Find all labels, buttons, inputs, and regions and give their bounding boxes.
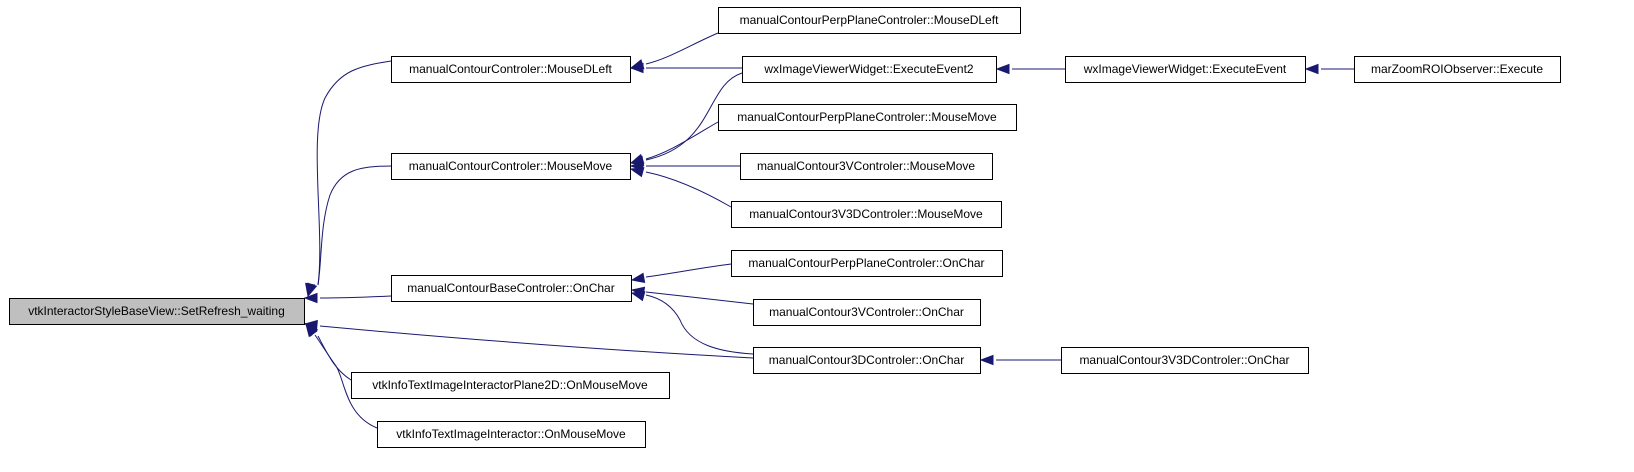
edge-m3v3d_mousemove-to-mc_mousemove	[629, 167, 732, 208]
edge-arrowhead	[1304, 63, 1319, 75]
caller-node-mcpp-mousedleft[interactable]: manualContourPerpPlaneControler::MouseDL…	[718, 7, 1021, 34]
caller-node-mcpp-mousemove[interactable]: manualContourPerpPlaneControler::MouseMo…	[718, 104, 1017, 131]
edge-arrowhead	[979, 354, 994, 366]
caller-node-mcb-onchar[interactable]: manualContourBaseControler::OnChar	[391, 275, 632, 302]
node-label: manualContourControler::MouseMove	[409, 159, 613, 173]
node-box	[9, 298, 305, 325]
edge-mcpp_mousedleft-to-mc_mousedleft	[629, 32, 719, 70]
edge-wx_exec2-to-mc_mousedleft	[629, 62, 742, 74]
node-box	[1354, 56, 1561, 83]
node-label: manualContour3VControler::MouseMove	[757, 159, 975, 173]
node-label: vtkInfoTextImageInteractorPlane2D::OnMou…	[372, 378, 648, 392]
node-box	[731, 201, 1002, 228]
node-box	[731, 250, 1003, 277]
edge-m3v_mousemove-to-mc_mousemove	[629, 160, 740, 172]
edge-line	[314, 334, 378, 429]
node-box	[753, 347, 981, 374]
edge-mcb_onchar-to-root	[303, 292, 392, 304]
edge-line	[645, 294, 754, 355]
edge-mcpp_onchar-to-mcb_onchar	[630, 263, 732, 283]
node-label: manualContour3V3DControler::OnChar	[1079, 353, 1289, 367]
edge-arrowhead	[629, 153, 645, 164]
edge-line	[645, 171, 732, 208]
node-label: manualContour3V3DControler::MouseMove	[749, 207, 983, 221]
edge-line	[319, 325, 754, 359]
edge-arrowhead	[629, 62, 644, 74]
root-function-node[interactable]: vtkInteractorStyleBaseView::SetRefresh_w…	[9, 298, 305, 325]
node-box	[391, 153, 631, 180]
node-label: marZoomROIObserver::Execute	[1371, 62, 1543, 76]
node-box	[1061, 347, 1309, 374]
caller-node-mcpp-onchar[interactable]: manualContourPerpPlaneControler::OnChar	[731, 250, 1003, 277]
node-box	[391, 56, 631, 83]
node-label: manualContourBaseControler::OnChar	[407, 281, 614, 295]
node-label: vtkInfoTextImageInteractor::OnMouseMove	[396, 427, 626, 441]
edge-m3v3d_onchar-to-m3d_onchar	[979, 354, 1061, 366]
caller-node-m3v-mousemove[interactable]: manualContour3VControler::MouseMove	[740, 153, 993, 180]
edge-line	[317, 165, 392, 286]
edge-arrowhead	[630, 272, 646, 283]
node-label: manualContourPerpPlaneControler::MouseMo…	[737, 110, 997, 124]
edge-arrowhead	[630, 291, 646, 302]
caller-node-wx-exec[interactable]: wxImageViewerWidget::ExecuteEvent	[1065, 56, 1306, 83]
caller-node-m3v-onchar[interactable]: manualContour3VControler::OnChar	[753, 299, 981, 326]
caller-node-mar-zoom[interactable]: marZoomROIObserver::Execute	[1354, 56, 1561, 83]
edge-line	[645, 72, 743, 161]
caller-node-m3d-onchar[interactable]: manualContour3DControler::OnChar	[753, 347, 981, 374]
caller-node-mc-mousedleft[interactable]: manualContourControler::MouseDLeft	[391, 56, 631, 83]
node-label: wxImageViewerWidget::ExecuteEvent	[1083, 62, 1287, 76]
edge-mc_mousemove-to-root	[305, 165, 392, 298]
edge-arrowhead	[995, 63, 1010, 75]
caller-node-mc-mousemove[interactable]: manualContourControler::MouseMove	[391, 153, 631, 180]
caller-node-m3v3d-mousemove[interactable]: manualContour3V3DControler::MouseMove	[731, 201, 1002, 228]
node-label: manualContourControler::MouseDLeft	[409, 62, 612, 76]
graph-nodes: vtkInteractorStyleBaseView::SetRefresh_w…	[9, 7, 1561, 448]
edge-mcpp_mousemove-to-mc_mousemove	[629, 121, 719, 164]
caller-node-wx-exec2[interactable]: wxImageViewerWidget::ExecuteEvent2	[742, 56, 997, 83]
node-box	[1065, 56, 1306, 83]
node-box	[377, 421, 646, 448]
caller-node-vtk-plane2d[interactable]: vtkInfoTextImageInteractorPlane2D::OnMou…	[351, 372, 670, 399]
edge-line	[316, 60, 392, 286]
edge-line	[645, 121, 719, 160]
edge-arrowhead	[629, 167, 645, 178]
edge-arrowhead	[303, 292, 318, 304]
caller-node-m3v3d-onchar[interactable]: manualContour3V3DControler::OnChar	[1061, 347, 1309, 374]
node-box	[391, 275, 632, 302]
graph-edges	[303, 32, 1354, 429]
edge-line	[645, 291, 754, 305]
node-box	[351, 372, 670, 399]
node-label: wxImageViewerWidget::ExecuteEvent2	[763, 62, 974, 76]
node-label: vtkInteractorStyleBaseView::SetRefresh_w…	[28, 304, 285, 318]
node-box	[742, 56, 997, 83]
caller-node-vtk-interactor[interactable]: vtkInfoTextImageInteractor::OnMouseMove	[377, 421, 646, 448]
node-label: manualContourPerpPlaneControler::OnChar	[748, 256, 984, 270]
node-label: manualContour3VControler::OnChar	[769, 305, 964, 319]
edge-wx_exec-to-wx_exec2	[995, 63, 1065, 75]
node-box	[718, 104, 1017, 131]
node-label: manualContourPerpPlaneControler::MouseDL…	[740, 13, 999, 27]
edge-line	[645, 263, 732, 278]
node-label: manualContour3DControler::OnChar	[769, 353, 964, 367]
node-box	[740, 153, 993, 180]
edge-m3d_onchar-to-root	[303, 319, 754, 359]
edge-line	[317, 335, 352, 381]
node-box	[753, 299, 981, 326]
edge-vtk_interactor-to-root	[305, 322, 378, 429]
edge-line	[319, 295, 392, 299]
edge-arrowhead	[305, 322, 319, 337]
edge-mar_zoom-to-wx_exec	[1304, 63, 1354, 75]
edge-arrowhead	[305, 282, 316, 298]
node-box	[718, 7, 1021, 34]
edge-m3d_onchar-to-mcb_onchar	[630, 291, 754, 355]
edge-line	[645, 32, 719, 65]
